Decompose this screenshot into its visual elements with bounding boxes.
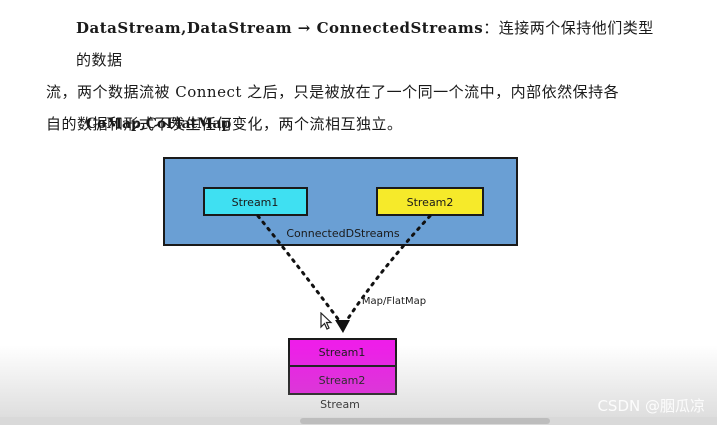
result-stream1-box (288, 338, 397, 367)
dotted-arrow-left (256, 214, 343, 325)
description-line-1-rest: ：连接两个保持他们类型的数据 (76, 19, 654, 69)
result-stream2-box (288, 365, 397, 395)
map-flatmap-label: Map/FlatMap (362, 296, 426, 307)
comap-heading: CoMap,CoFlatMap (86, 116, 232, 132)
scrollbar-thumb[interactable] (300, 418, 550, 424)
connect-title: DataStream,DataStream → ConnectedStreams (76, 19, 484, 37)
description-line-1: DataStream,DataStream → ConnectedStreams… (46, 12, 656, 76)
arrow-head-icon (335, 320, 350, 333)
csdn-watermark: CSDN @胭瓜凉 (597, 397, 705, 415)
connected-dstreams-label: ConnectedDStreams (286, 227, 400, 240)
result-stream2-label: Stream2 (319, 374, 366, 387)
description-paragraph: DataStream,DataStream → ConnectedStreams… (46, 12, 656, 140)
horizontal-scrollbar[interactable] (0, 417, 717, 425)
description-line-3: 自的数据和形式不发生任何变化，两个流相互独立。 (46, 115, 403, 133)
result-stream1-label: Stream1 (319, 346, 366, 359)
stream2-label: Stream2 (407, 196, 454, 209)
dotted-arrow-right (343, 214, 432, 325)
cursor-icon (320, 312, 333, 330)
result-stream-caption: Stream (320, 398, 360, 411)
description-line-2: 流，两个数据流被 Connect 之后，只是被放在了一个同一个流中，内部依然保持… (46, 83, 620, 101)
stream1-box (203, 187, 308, 216)
stream1-label: Stream1 (232, 196, 279, 209)
